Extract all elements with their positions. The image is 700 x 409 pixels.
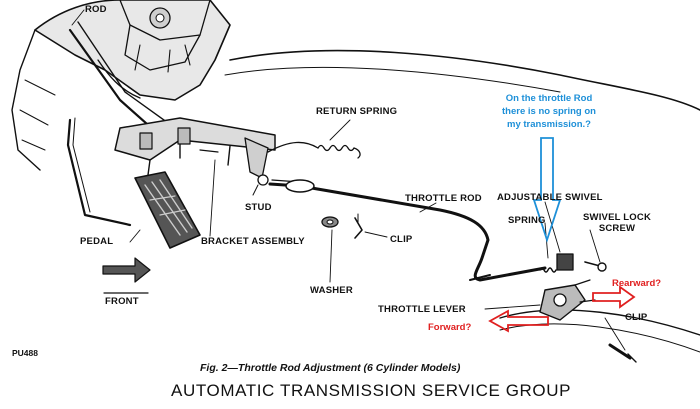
label-bracket-assembly: BRACKET ASSEMBLY: [201, 236, 305, 247]
blue-note-line-3: my transmission.?: [507, 119, 591, 130]
carburetor-engine-block: [11, 0, 231, 171]
label-spring: SPRING: [508, 215, 546, 226]
bracket-assembly: [114, 117, 276, 186]
swivel-spring-assembly: [539, 253, 607, 273]
figure-caption: Fig. 2—Throttle Rod Adjustment (6 Cylind…: [200, 362, 461, 374]
label-leader-lines: [71, 9, 626, 351]
label-stud: STUD: [245, 202, 272, 213]
label-front: FRONT: [105, 296, 139, 307]
label-swivel-lock-screw-line1: SWIVEL LOCK: [583, 212, 651, 223]
pedal-rod: [66, 117, 132, 227]
blue-note-line-2: there is no spring on: [502, 106, 596, 117]
label-pedal: PEDAL: [80, 236, 114, 247]
label-clip-lower: CLIP: [625, 312, 648, 323]
engine-outline-curve: [229, 49, 700, 111]
label-throttle-lever: THROTTLE LEVER: [378, 304, 466, 315]
label-swivel-lock-screw-line2: SCREW: [598, 223, 636, 234]
blue-down-arrow: [532, 137, 562, 243]
label-washer: WASHER: [310, 285, 353, 296]
label-adjustable-swivel: ADJUSTABLE SWIVEL: [497, 192, 603, 203]
return-spring: [267, 141, 361, 159]
blue-question-note: On the throttle Rod there is no spring o…: [479, 92, 619, 131]
washer-part: [321, 216, 339, 228]
rearward-note: Rearward?: [612, 278, 662, 289]
label-return-spring: RETURN SPRING: [316, 106, 398, 117]
label-clip-upper: CLIP: [390, 234, 413, 245]
red-forward-arrow: [488, 309, 549, 333]
label-rod: ROD: [85, 4, 107, 15]
label-swivel-lock-screw: SWIVEL LOCK SCREW: [582, 212, 652, 234]
red-rearward-arrow: [592, 285, 636, 309]
footer-title: AUTOMATIC TRANSMISSION SERVICE GROUP: [171, 381, 572, 400]
front-arrow-icon: [102, 257, 151, 294]
label-throttle-rod: THROTTLE ROD: [405, 193, 482, 204]
pedal: [134, 171, 201, 249]
figure-code: PU488: [12, 348, 38, 358]
blue-note-line-1: On the throttle Rod: [505, 93, 593, 104]
throttle-rod: [268, 179, 547, 282]
clip-upper-part: [354, 213, 363, 239]
forward-note: Forward?: [428, 322, 472, 333]
